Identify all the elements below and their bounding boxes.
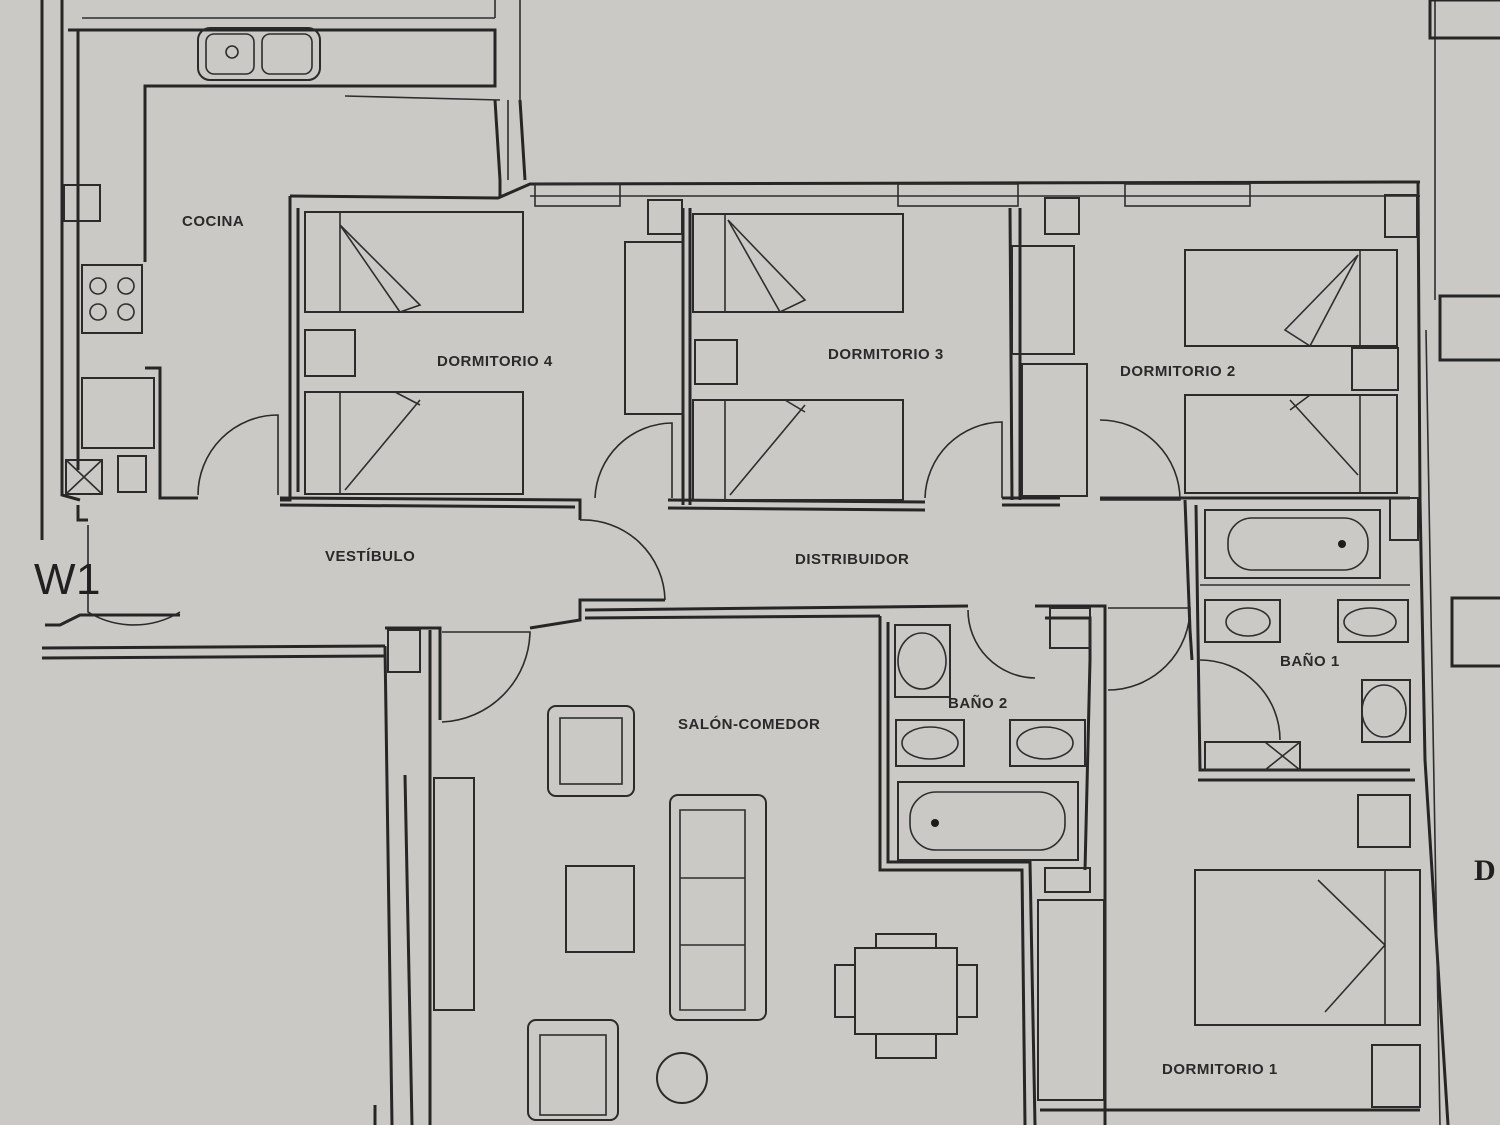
walls [40,0,1450,1125]
room-label-dormitorio-2: DORMITORIO 2 [1120,363,1236,380]
side-label: D [1474,854,1496,887]
kitchen-fixtures [65,27,321,495]
room-label-dormitorio-3: DORMITORIO 3 [828,346,944,363]
room-label-dormitorio-4: DORMITORIO 4 [437,353,553,370]
room-label-cocina: COCINA [182,213,244,230]
living-dining-furniture [433,705,1105,1121]
bedroom-2-furniture [1184,249,1399,494]
neighbor-elements [1428,0,1500,668]
bedroom-4-furniture [304,211,684,495]
room-label-bano-2: BAÑO 2 [948,694,1008,712]
bathroom-1-fixtures [1204,509,1411,771]
bedroom-1-furniture [1194,794,1421,1108]
room-label-salon-comedor: SALÓN-COMEDOR [678,715,820,733]
doors [87,414,1281,741]
pillars [63,184,1419,673]
windows [534,183,1251,207]
room-label-bano-1: BAÑO 1 [1280,652,1340,670]
room-label-distribuidor: DISTRIBUIDOR [795,551,909,568]
room-label-vestibulo: VESTÍBULO [325,548,415,565]
bathroom-2-fixtures [894,624,1091,893]
entrance-label: W1 [34,555,101,604]
bedroom-3-furniture [692,213,1088,501]
room-label-dormitorio-1: DORMITORIO 1 [1162,1061,1278,1078]
